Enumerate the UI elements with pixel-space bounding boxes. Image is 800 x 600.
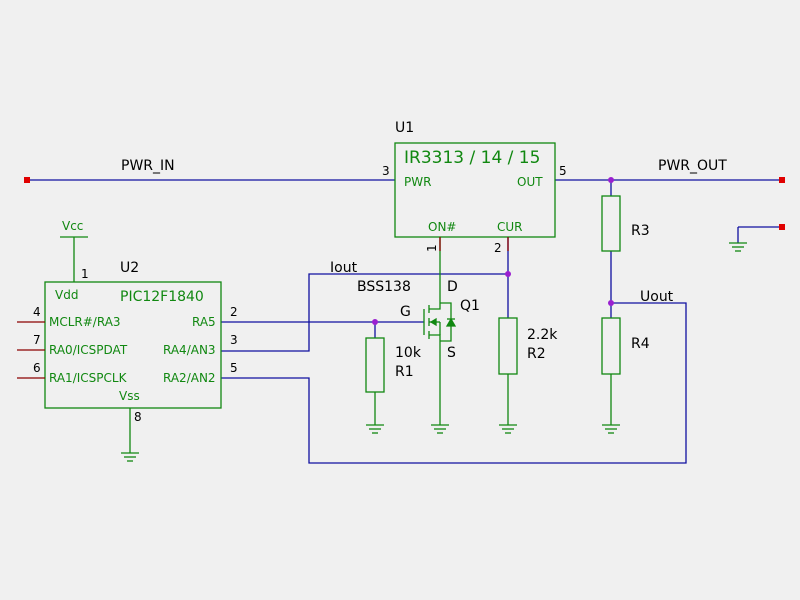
vcc-label: Vcc bbox=[62, 219, 83, 233]
u2-pin-vdd-name: Vdd bbox=[55, 288, 78, 302]
gnd-connector bbox=[729, 242, 747, 252]
u1-pin-out-number: 5 bbox=[559, 164, 567, 178]
connector-gnd bbox=[779, 224, 785, 230]
gnd-r2 bbox=[499, 424, 517, 434]
u2-value: PIC12F1840 bbox=[120, 289, 204, 305]
junction-out bbox=[608, 177, 614, 183]
u2-microcontroller: U2 PIC12F1840 Vdd MCLR#/RA3 RA0/ICSPDAT … bbox=[17, 260, 238, 424]
net-label-iout: Iout bbox=[330, 260, 358, 276]
u2-pin-vss-number: 8 bbox=[134, 410, 142, 424]
u1-pin-cur-number: 2 bbox=[494, 241, 502, 255]
u2-pin-ra4-name: RA4/AN3 bbox=[163, 343, 216, 357]
u1-pin-on-name: ON# bbox=[428, 220, 456, 234]
r3-ref: R3 bbox=[631, 223, 650, 239]
u2-pin-ra2-number: 5 bbox=[230, 361, 238, 375]
u2-pin-mclr-name: MCLR#/RA3 bbox=[49, 315, 121, 329]
r4-body bbox=[601, 317, 621, 375]
q1-drain-lead bbox=[429, 296, 441, 310]
q1-source-label: S bbox=[447, 345, 456, 361]
net-label-pwr-out: PWR_OUT bbox=[658, 158, 727, 174]
r1-value: 10k bbox=[395, 345, 422, 361]
component-leads bbox=[73, 237, 612, 453]
u1-pin-out-name: OUT bbox=[517, 175, 543, 189]
r1-ref: R1 bbox=[395, 364, 414, 380]
u1-body bbox=[394, 142, 556, 238]
r1-body bbox=[365, 337, 385, 393]
u2-pin-ra2-name: RA2/AN2 bbox=[163, 371, 216, 385]
u1-pin-pwr-number: 3 bbox=[382, 164, 390, 178]
gnd-r1 bbox=[366, 424, 384, 434]
u1-pin-on-number: 1 bbox=[425, 244, 439, 252]
u2-pin-vdd-number: 1 bbox=[81, 267, 89, 281]
q1-ref: Q1 bbox=[460, 298, 480, 314]
q1-gate-label: G bbox=[400, 304, 411, 320]
net-label-uout: Uout bbox=[640, 289, 674, 305]
u2-pin-ra1-name: RA1/ICSPCLK bbox=[49, 371, 128, 385]
q1-arrow bbox=[429, 317, 437, 327]
gnd-r4 bbox=[602, 424, 620, 434]
r3-body bbox=[601, 195, 621, 252]
vcc-symbol: Vcc bbox=[60, 219, 88, 238]
r2-ref: R2 bbox=[527, 346, 546, 362]
u2-pin-ra0-number: 7 bbox=[33, 333, 41, 347]
r2-value: 2.2k bbox=[527, 327, 558, 343]
u2-ref: U2 bbox=[120, 260, 139, 276]
q1-value: BSS138 bbox=[357, 279, 411, 295]
q1-drain-label: D bbox=[447, 279, 458, 295]
resistors bbox=[365, 195, 621, 393]
junction-uout bbox=[608, 300, 614, 306]
q1-body-diode bbox=[445, 317, 457, 327]
connector-pwr-out bbox=[779, 177, 785, 183]
u1-ref: U1 bbox=[395, 120, 414, 136]
u2-body bbox=[44, 281, 222, 409]
connector-pwr-in bbox=[24, 177, 30, 183]
net-label-pwr-in: PWR_IN bbox=[121, 158, 175, 174]
wire-iout-ra4 bbox=[221, 273, 508, 352]
u2-pin-ra4-number: 3 bbox=[230, 333, 238, 347]
u2-pin-ra5-name: RA5 bbox=[192, 315, 216, 329]
gnd-q1 bbox=[431, 424, 449, 434]
u2-pin-ra5-number: 2 bbox=[230, 305, 238, 319]
r4-ref: R4 bbox=[631, 336, 650, 352]
gnd-u2 bbox=[121, 452, 139, 462]
q1-mosfet bbox=[423, 296, 457, 348]
u2-pin-ra0-name: RA0/ICSPDAT bbox=[49, 343, 128, 357]
u1-pin-cur-name: CUR bbox=[497, 220, 523, 234]
u1-value: IR3313 / 14 / 15 bbox=[404, 148, 540, 168]
junction-gate bbox=[372, 319, 378, 325]
wire-uout-ra2 bbox=[221, 302, 687, 464]
r2-body bbox=[498, 317, 518, 375]
u2-pin-vss-name: Vss bbox=[119, 389, 140, 403]
u1-regulator: U1 IR3313 / 14 / 15 PWR OUT ON# CUR 3 5 … bbox=[382, 120, 567, 255]
u2-pin-ra1-number: 6 bbox=[33, 361, 41, 375]
grounds bbox=[121, 242, 747, 462]
u2-pin-mclr-number: 4 bbox=[33, 305, 41, 319]
connectors bbox=[24, 177, 785, 230]
junctions bbox=[372, 177, 614, 325]
junction-iout bbox=[505, 271, 511, 277]
u1-pin-pwr-name: PWR bbox=[404, 175, 431, 189]
